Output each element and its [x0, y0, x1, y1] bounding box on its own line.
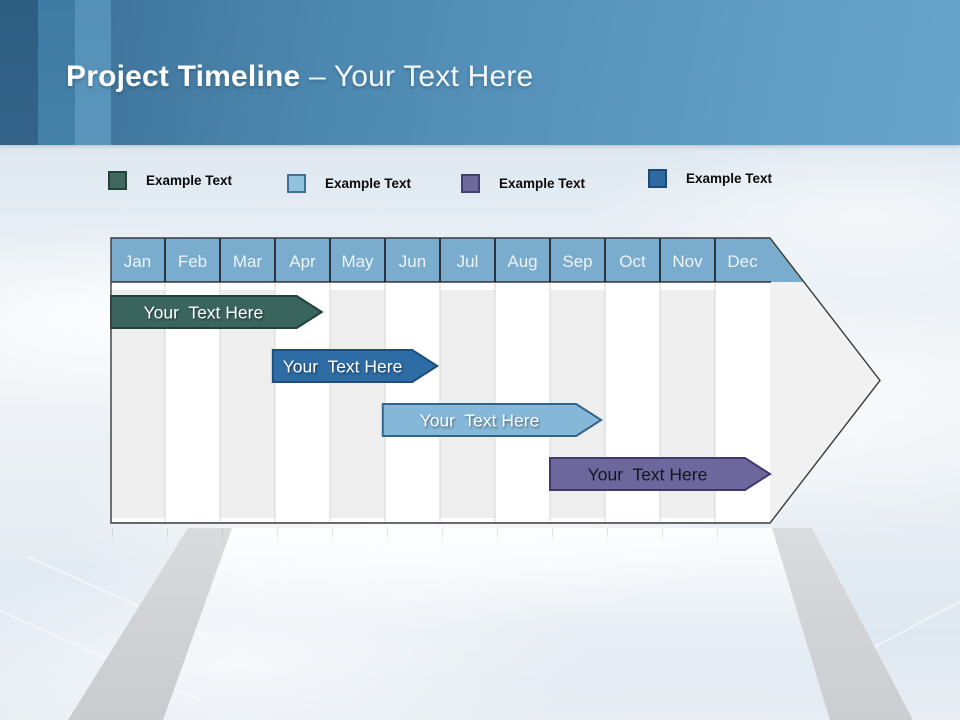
- month-label: Feb: [178, 252, 207, 271]
- chart-outline: [110, 237, 881, 524]
- task-bar-label: Your Text Here: [144, 303, 264, 323]
- legend-label: Example Text: [146, 173, 233, 188]
- month-header-band: [111, 238, 804, 282]
- task-bar-label: Your Text Here: [588, 465, 708, 485]
- legend-swatch: [108, 171, 127, 190]
- month-label: May: [341, 252, 374, 271]
- timeline-chart: Jan Feb Mar Apr May Jun Jul Aug Sep Oct …: [110, 237, 881, 524]
- accent-stripe-1: [0, 0, 38, 145]
- month-label: Apr: [289, 252, 316, 271]
- month-label: Jun: [399, 252, 426, 271]
- slide-title-suffix: – Your Text Here: [300, 60, 534, 93]
- month-label: Mar: [233, 252, 263, 271]
- month-header: Jan Feb Mar Apr May Jun Jul Aug Sep Oct …: [124, 252, 758, 271]
- month-label: Sep: [562, 252, 592, 271]
- legend-label: Example Text: [325, 176, 412, 191]
- legend-label: Example Text: [499, 176, 586, 191]
- task-bar-label: Your Text Here: [420, 411, 540, 431]
- title-bar: Project Timeline – Your Text Here: [0, 0, 960, 145]
- month-label: Nov: [672, 252, 703, 271]
- accent-stripe-2: [38, 0, 75, 145]
- task-bar-4: Your Text Here: [549, 457, 772, 491]
- task-bar-arrow: [271, 349, 440, 383]
- legend-label: Example Text: [686, 171, 773, 186]
- slide-title: Project Timeline – Your Text Here: [66, 60, 533, 94]
- legend-swatch: [648, 169, 667, 188]
- month-label: Aug: [507, 252, 537, 271]
- task-bar-1: Your Text Here: [110, 295, 324, 329]
- task-bar-arrow: [110, 295, 324, 329]
- task-bar-arrow: [549, 457, 772, 491]
- column-reflection-lines: [112, 528, 770, 544]
- task-bar-3: Your Text Here: [381, 403, 604, 437]
- month-label: Jan: [124, 252, 151, 271]
- month-label: Jul: [457, 252, 479, 271]
- reflection-floor: [0, 528, 960, 720]
- month-label: Dec: [727, 252, 758, 271]
- legend-swatch: [461, 174, 480, 193]
- month-cell-borders: [111, 238, 771, 283]
- legend-swatch: [287, 174, 306, 193]
- accent-stripe-3: [75, 0, 111, 145]
- slide-title-main: Project Timeline: [66, 60, 301, 93]
- reflection-glow: [158, 528, 835, 720]
- task-bar-2: Your Text Here: [271, 349, 440, 383]
- month-label: Oct: [619, 252, 646, 271]
- task-bar-label: Your Text Here: [283, 357, 403, 377]
- task-bar-arrow: [381, 403, 604, 437]
